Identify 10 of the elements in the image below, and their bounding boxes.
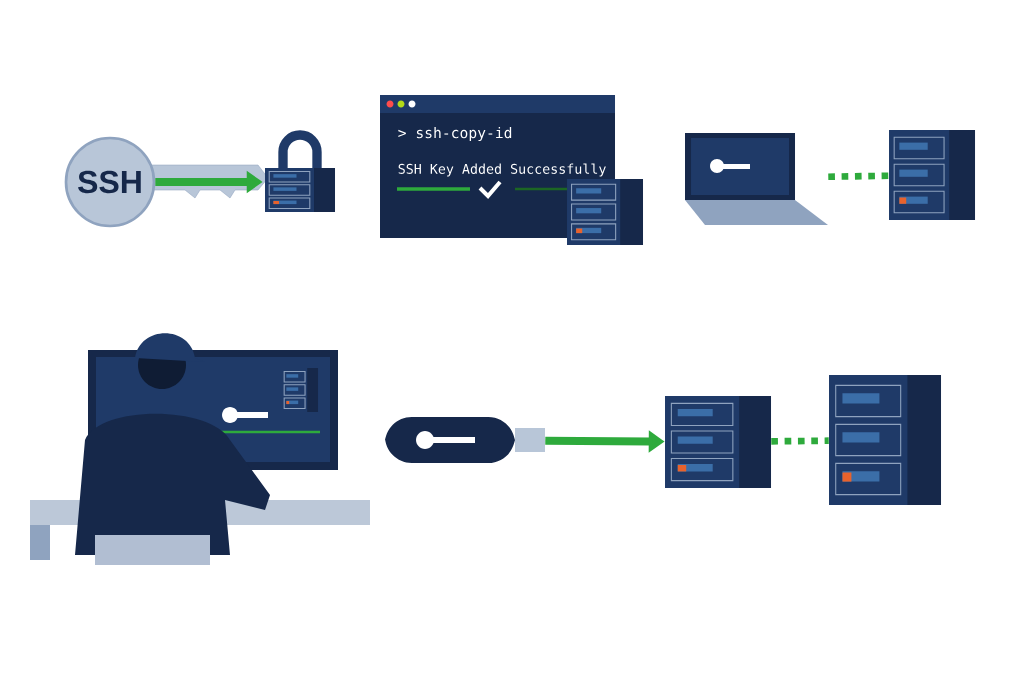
padlock-drawing [265,130,335,212]
server-drawing [889,130,975,220]
server-drawing [567,179,643,245]
usb-key-drawing [385,417,545,463]
person-at-computer-drawing [30,333,370,565]
terminal-window: > ssh-copy-id SSH Key Added Successfully [380,95,615,238]
key-head: SSH [64,136,156,228]
server-rack-drawing [829,375,941,505]
server-drawing [665,396,771,488]
laptop-drawing [685,133,828,225]
